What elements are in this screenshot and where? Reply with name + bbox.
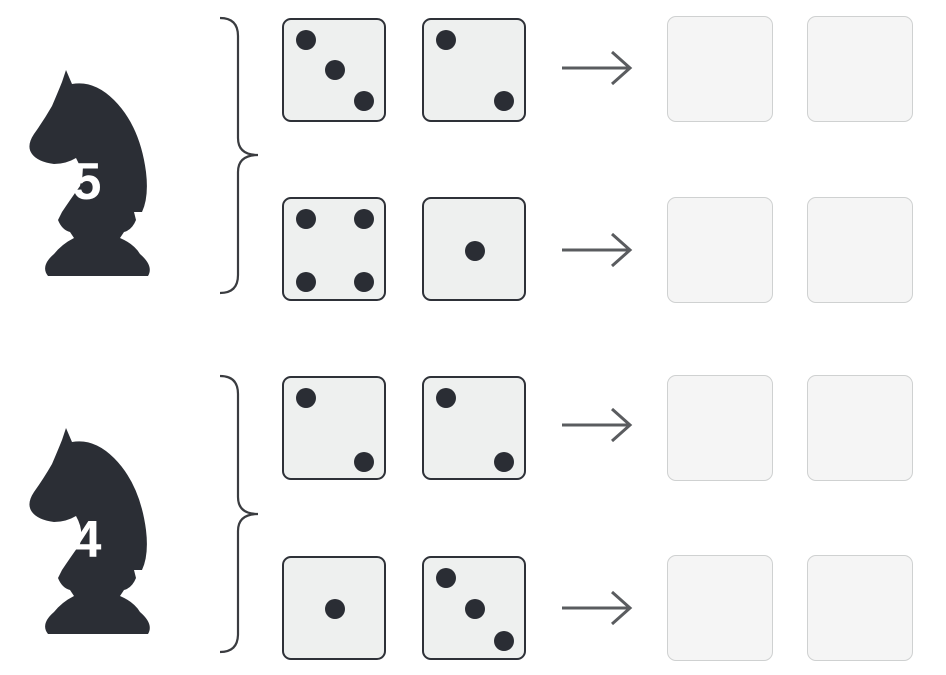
group-brace (216, 16, 266, 295)
die-pip (325, 599, 345, 619)
die-pip (325, 60, 345, 80)
die-pip (354, 272, 374, 292)
right-arrow-icon (560, 588, 636, 628)
die-face-two (422, 376, 526, 480)
answer-slot[interactable] (807, 197, 913, 303)
answer-slot[interactable] (667, 375, 773, 481)
die-face-one (422, 197, 526, 301)
answer-slot[interactable] (667, 197, 773, 303)
die-pip (436, 568, 456, 588)
knight-piece-group-1: 5 (22, 62, 152, 282)
die-pip (494, 631, 514, 651)
answer-slot[interactable] (667, 555, 773, 661)
die-pip (296, 30, 316, 50)
knight-number: 5 (72, 153, 102, 211)
die-pip (296, 209, 316, 229)
answer-slot[interactable] (807, 555, 913, 661)
answer-slot[interactable] (807, 375, 913, 481)
die-pip (354, 452, 374, 472)
knight-number: 4 (72, 511, 102, 569)
right-arrow-icon (560, 405, 636, 445)
die-pip (436, 388, 456, 408)
die-pip (465, 241, 485, 261)
answer-slot[interactable] (667, 16, 773, 122)
die-face-four (282, 197, 386, 301)
group-brace (216, 374, 266, 654)
die-pip (494, 452, 514, 472)
die-pip (296, 388, 316, 408)
chess-knight-icon (29, 428, 150, 634)
die-pip (296, 272, 316, 292)
die-pip (354, 209, 374, 229)
right-arrow-icon (560, 230, 636, 270)
die-pip (494, 91, 514, 111)
right-arrow-icon (560, 48, 636, 88)
answer-slot[interactable] (807, 16, 913, 122)
die-pip (436, 30, 456, 50)
die-face-one (282, 556, 386, 660)
chess-knight-icon (29, 70, 150, 276)
knight-piece-group-2: 4 (22, 420, 152, 640)
die-face-three (282, 18, 386, 122)
die-face-three (422, 556, 526, 660)
die-pip (354, 91, 374, 111)
die-pip (465, 599, 485, 619)
die-face-two (282, 376, 386, 480)
die-face-two (422, 18, 526, 122)
